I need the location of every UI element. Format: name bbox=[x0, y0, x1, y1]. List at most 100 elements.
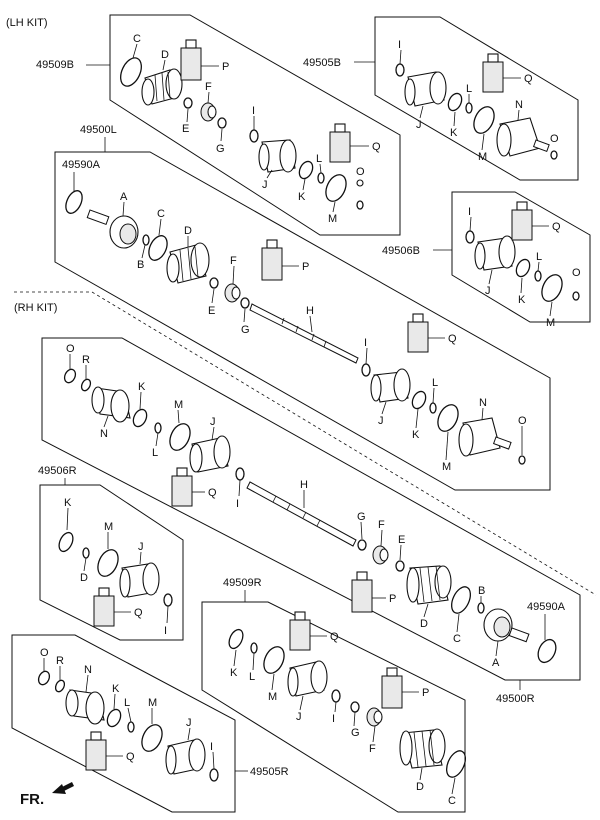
leader-m-49509R bbox=[271, 673, 275, 691]
part-f-bearing-49500L bbox=[224, 283, 241, 303]
label-e-49509B: E bbox=[182, 123, 189, 135]
leader-d-49509B bbox=[162, 59, 166, 71]
label-i-49500R: I bbox=[236, 498, 239, 510]
leader-k-49500R bbox=[139, 391, 142, 410]
leader-m-49500R bbox=[177, 409, 180, 424]
group-label-49506B: 49506B bbox=[382, 245, 420, 257]
label-j-49505B: J bbox=[416, 119, 422, 131]
label-q-49509B: Q bbox=[372, 141, 381, 153]
label-a-49500L: A bbox=[120, 191, 128, 203]
label-i-49509R: I bbox=[332, 713, 335, 725]
part-i-clip-49506R bbox=[163, 593, 173, 607]
part-o-clip-49506B bbox=[572, 291, 580, 301]
part-f-bearing-49509R bbox=[366, 707, 383, 727]
part-d-boot-49500R bbox=[406, 565, 452, 605]
frame-49509R bbox=[201, 601, 466, 813]
label-k-49509R: K bbox=[230, 667, 238, 679]
leader-m-49500L bbox=[445, 431, 449, 461]
label-g-49500L: G bbox=[241, 324, 250, 336]
leader-e-49500R bbox=[399, 544, 402, 561]
part-e-clip-49500L bbox=[209, 277, 219, 289]
label-f-49509B: F bbox=[205, 81, 212, 93]
group-label-49505R: 49505R bbox=[250, 766, 289, 778]
leader-c-49509R bbox=[451, 777, 456, 795]
leader-j-49506R bbox=[139, 551, 142, 565]
part-q-grease-49500R bbox=[171, 467, 193, 507]
part-k-ring-49509B bbox=[298, 160, 314, 180]
part-o-clip-49500R-left bbox=[63, 368, 77, 384]
label-l-49500L: L bbox=[432, 377, 438, 389]
leader-j-49505R bbox=[187, 727, 191, 741]
part-b-clip-49500R bbox=[477, 602, 485, 614]
label-i-49506R: I bbox=[164, 625, 167, 637]
group-label-49506R: 49506R bbox=[38, 465, 77, 477]
leader-l-49506B bbox=[537, 261, 540, 272]
leader-c-49500L bbox=[158, 218, 162, 236]
group-label-49500L: 49500L bbox=[80, 124, 117, 136]
label-l-49500R: L bbox=[152, 447, 158, 459]
leader-j-49500L bbox=[381, 401, 387, 415]
label-q-49505B: Q bbox=[524, 73, 533, 85]
part-c-ring-49500L bbox=[148, 235, 168, 261]
frame-49505R bbox=[11, 634, 236, 813]
part-k-ring-49506R bbox=[58, 531, 74, 553]
label-n-49505R: N bbox=[84, 664, 92, 676]
part-e-clip-49500R bbox=[395, 560, 405, 572]
leader-k-49506B bbox=[520, 277, 523, 294]
leader-i-49506R bbox=[166, 605, 169, 624]
leader-a-49500L bbox=[122, 201, 125, 217]
leader-j-49506B bbox=[488, 269, 493, 285]
part-p-grease-49509B bbox=[180, 39, 202, 81]
label-d-49500R: D bbox=[420, 618, 428, 630]
leader-h-49500L bbox=[309, 315, 313, 333]
leader-k-49506R bbox=[66, 507, 69, 531]
label-l-49509R: L bbox=[249, 671, 255, 683]
part-i-clip-49509B bbox=[249, 129, 259, 143]
label-j-49505R: J bbox=[186, 717, 192, 729]
part-i-clip-49500R bbox=[235, 467, 245, 481]
label-d-49500L: D bbox=[184, 225, 192, 237]
part-i-clip-49505B bbox=[395, 63, 405, 77]
part-k-ring-49505R bbox=[106, 708, 122, 728]
leader-b-49500L bbox=[141, 244, 146, 259]
part-k-ring-49500R bbox=[132, 408, 148, 428]
label-m-49506B: M bbox=[546, 317, 555, 329]
label-d-49509R: D bbox=[416, 781, 424, 793]
part-k-ring-49505B bbox=[447, 92, 463, 112]
label-b-49500L: B bbox=[137, 259, 144, 271]
leader-j-49500R bbox=[211, 426, 215, 441]
part-j-boot-49500R bbox=[189, 435, 231, 473]
label-o-49505R: O bbox=[40, 647, 49, 659]
rh-kit-label: (RH KIT) bbox=[14, 302, 57, 314]
leader-k-49500L bbox=[415, 408, 419, 429]
leader-m-49506B bbox=[549, 301, 553, 317]
label-d-49506R: D bbox=[80, 572, 88, 584]
label-g-49500R: G bbox=[357, 511, 366, 523]
part-n-housing-49500R bbox=[91, 386, 131, 423]
part-i-clip-49506B bbox=[465, 230, 475, 244]
leader-f-49500R bbox=[380, 529, 383, 547]
leader-m-49505B bbox=[481, 133, 485, 151]
label-j-49500R: J bbox=[210, 416, 216, 428]
label-n-49500L: N bbox=[479, 397, 487, 409]
label-g-49509B: G bbox=[216, 143, 225, 155]
label-k-49506R: K bbox=[64, 497, 72, 509]
part-j-boot-49505B bbox=[404, 71, 447, 107]
leader-d-49500R bbox=[423, 603, 429, 618]
label-l-49506B: L bbox=[536, 251, 542, 263]
leader-j-49509R bbox=[299, 695, 304, 711]
part-m-ring-49509R bbox=[263, 646, 285, 674]
leader-n-49505B bbox=[517, 109, 520, 121]
label-f-49500R: F bbox=[378, 519, 385, 531]
part-k-ring-49500L bbox=[411, 390, 427, 410]
label-a-49500R: A bbox=[492, 657, 500, 669]
part-a-cv-joint-49500R bbox=[483, 608, 530, 643]
label-c-49509R: C bbox=[448, 795, 456, 807]
part-d-boot-49509B bbox=[141, 68, 183, 106]
leader-f-49509B bbox=[207, 91, 210, 104]
label-j-49509R: J bbox=[296, 711, 302, 723]
leader-c-49500R bbox=[456, 613, 460, 633]
lh-kit-label: (LH KIT) bbox=[6, 17, 48, 29]
label-p-49500R: P bbox=[389, 593, 396, 605]
frame-49500L bbox=[54, 151, 551, 491]
